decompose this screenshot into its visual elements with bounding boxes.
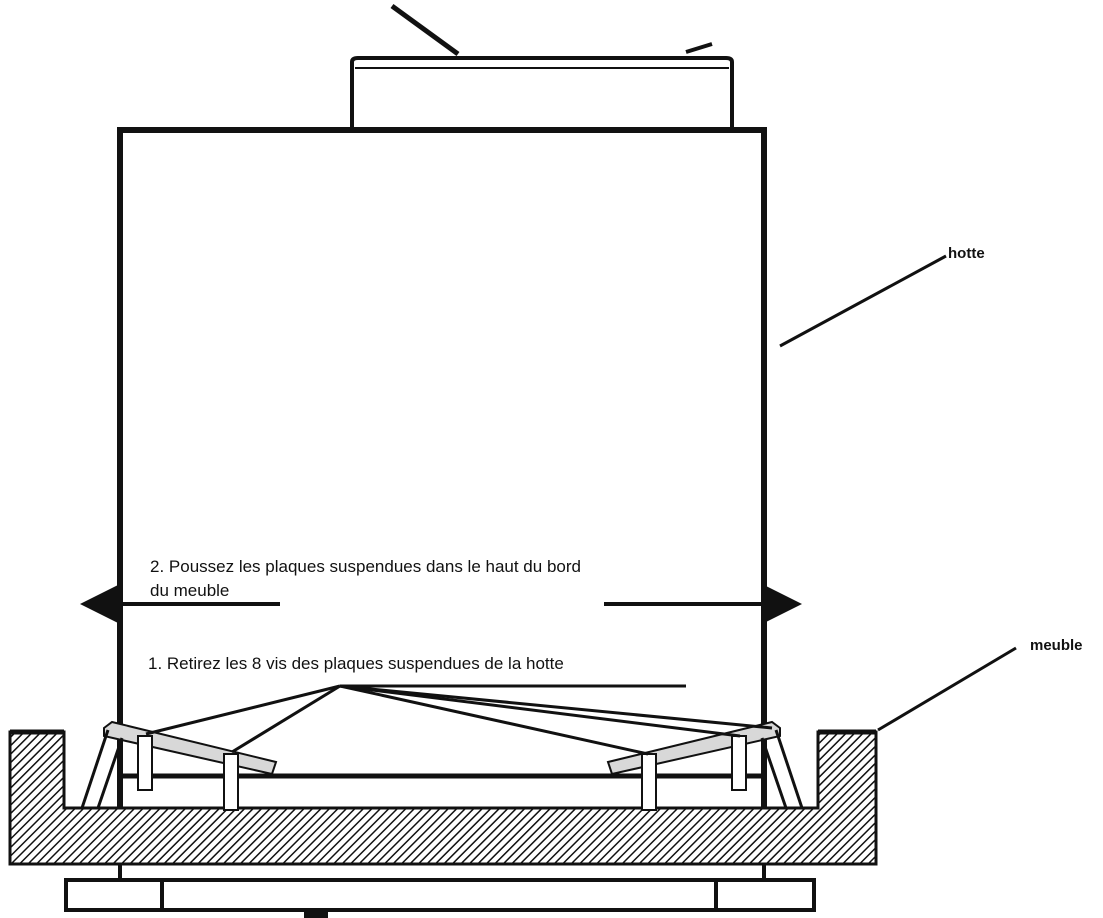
base-plate [64,864,816,918]
hood-label: hotte [948,245,985,262]
chimney-pipe-right [685,42,713,54]
step1-text: 1. Retirez les 8 vis des plaques suspend… [148,654,564,673]
screw-leader-lines [145,684,773,756]
right-suspended-plate [606,720,805,811]
cabinet-leader-line [877,646,1017,732]
left-suspended-plate [79,720,278,811]
step2-text-line2: du meuble [150,581,229,600]
step2-text-line1: 2. Poussez les plaques suspendues dans l… [150,557,581,576]
hood-leader-line [779,254,947,348]
hood-chimney [350,56,734,128]
cabinet-label: meuble [1030,637,1083,654]
chimney-pipe-left [390,3,460,57]
